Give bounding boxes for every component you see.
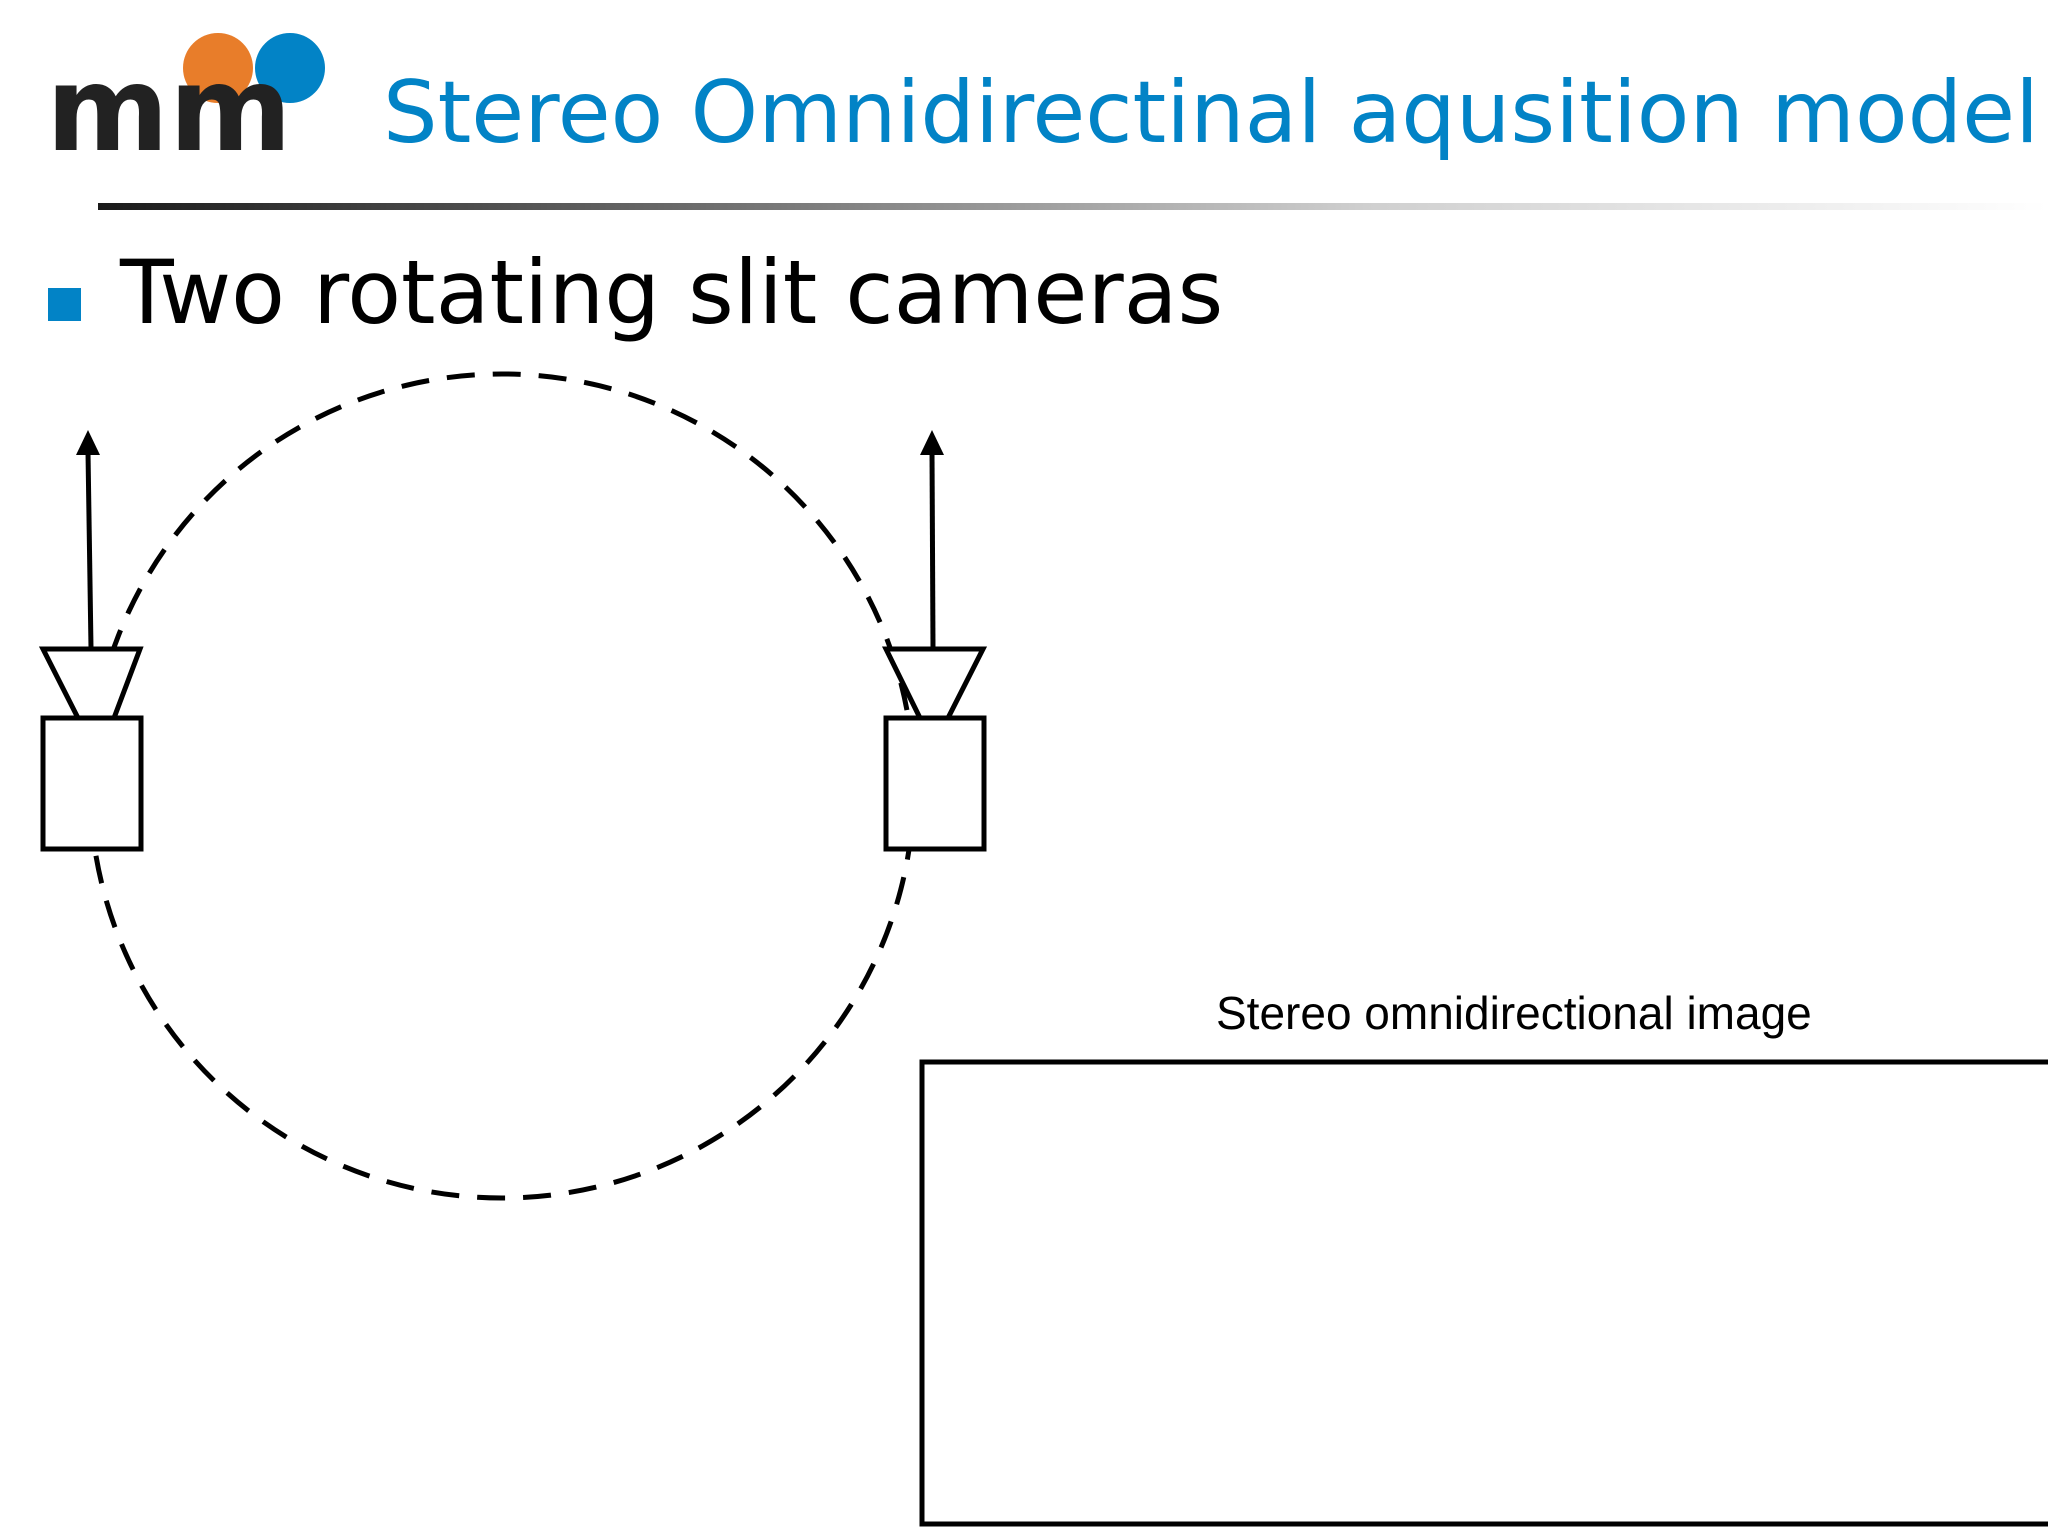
bullet-text: Two rotating slit cameras [120,241,1224,344]
stereo-image-frame [919,1059,2048,1527]
right-arrowhead-icon [920,430,944,455]
right-camera-lens [881,646,988,721]
rotation-path-circle [87,371,917,1201]
right-camera [881,430,988,852]
left-arrowhead-icon [76,430,100,455]
left-direction-arrow [85,451,94,649]
title-divider [98,203,2048,210]
left-camera [38,430,144,852]
right-direction-arrow [929,451,936,649]
left-camera-body [40,715,144,852]
logo-orange-dot [183,33,253,103]
logo-wordmark: mm [46,40,292,170]
left-camera-lens [38,646,144,721]
mm-logo: mm [46,33,325,170]
bullet-square-icon [48,288,81,321]
right-camera-body [883,715,987,852]
logo-blue-dot [255,33,325,103]
slide-title: Stereo Omnidirectinal aqusition model [383,63,2039,163]
stereo-image-caption: Stereo omnidirectional image [1216,987,1812,1039]
